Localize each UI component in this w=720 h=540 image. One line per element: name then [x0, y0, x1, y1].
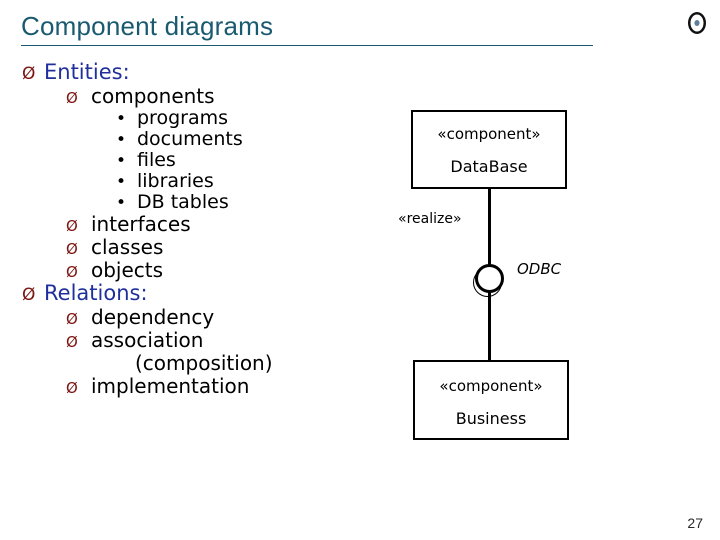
list-item-label: interfaces [91, 212, 191, 236]
list-item[interactable]: • libraries [22, 172, 392, 191]
connector-line-upper [488, 189, 491, 268]
component-node-business[interactable]: «component» Business [413, 360, 569, 440]
list-item-label: files [137, 149, 176, 171]
bullet-marker-icon: Ø [66, 310, 78, 328]
list-item-continuation: (composition) [22, 353, 392, 373]
list-item[interactable]: • programs [22, 109, 392, 128]
bullet-marker-icon: Ø [22, 285, 36, 305]
page-title: Component diagrams [21, 11, 274, 41]
list-item-label: (composition) [135, 351, 273, 375]
bullet-dot-icon: • [116, 172, 127, 192]
list-item-label: programs [137, 107, 229, 129]
list-item[interactable]: Ø implementation [22, 376, 392, 396]
connector-line-lower [488, 290, 491, 361]
list-item[interactable]: Ø objects [22, 260, 392, 280]
bullet-marker-icon: Ø [66, 89, 78, 107]
list-item-label: implementation [91, 374, 250, 398]
bullet-dot-icon: • [116, 130, 127, 150]
bullet-marker-icon: Ø [66, 217, 78, 235]
list-item[interactable]: • documents [22, 130, 392, 149]
page-number: 27 [687, 515, 703, 531]
bullet-dot-icon: • [116, 109, 127, 129]
component-stereotype-label: «component» [437, 125, 541, 143]
bullet-marker-icon: Ø [66, 263, 78, 281]
list-item-label: components [91, 84, 215, 108]
list-item-label: DB tables [137, 191, 229, 213]
list-item[interactable]: Ø Entities: [22, 62, 392, 83]
realize-relation-label: «realize» [398, 211, 462, 227]
outline-list: Ø Entities: Ø components • programs • do… [22, 62, 392, 399]
component-diagram: «component» DataBase «realize» ODBC «com… [390, 100, 710, 450]
interface-name-label: ODBC [517, 260, 562, 278]
list-item[interactable]: Ø components [22, 86, 392, 106]
bullet-marker-icon: Ø [66, 333, 78, 351]
list-item[interactable]: Ø association [22, 330, 392, 350]
bullet-marker-icon: Ø [22, 64, 36, 84]
disc-icon [686, 11, 708, 35]
list-item[interactable]: • files [22, 151, 392, 170]
component-stereotype-label: «component» [439, 377, 543, 395]
list-item[interactable]: Ø dependency [22, 307, 392, 327]
lollipop-ring [475, 264, 504, 293]
component-name-label: Business [455, 409, 527, 428]
list-item-label: libraries [137, 170, 214, 192]
component-name-label: DataBase [450, 157, 528, 176]
list-item-label: classes [91, 235, 164, 259]
bullet-marker-icon: Ø [66, 240, 78, 258]
list-item-label: Relations: [44, 281, 148, 305]
title-divider [21, 45, 593, 46]
list-item[interactable]: Ø Relations: [22, 283, 392, 304]
list-item-label: objects [91, 258, 164, 282]
bullet-dot-icon: • [116, 193, 127, 213]
bullet-marker-icon: Ø [66, 379, 78, 397]
list-item[interactable]: Ø classes [22, 237, 392, 257]
list-item-label: documents [137, 128, 243, 150]
list-item-label: Entities: [44, 60, 130, 84]
list-item[interactable]: Ø interfaces [22, 214, 392, 234]
list-item-label: association [91, 328, 204, 352]
bullet-dot-icon: • [116, 151, 127, 171]
list-item[interactable]: • DB tables [22, 193, 392, 212]
component-node-database[interactable]: «component» DataBase [411, 110, 567, 189]
list-item-label: dependency [91, 305, 215, 329]
